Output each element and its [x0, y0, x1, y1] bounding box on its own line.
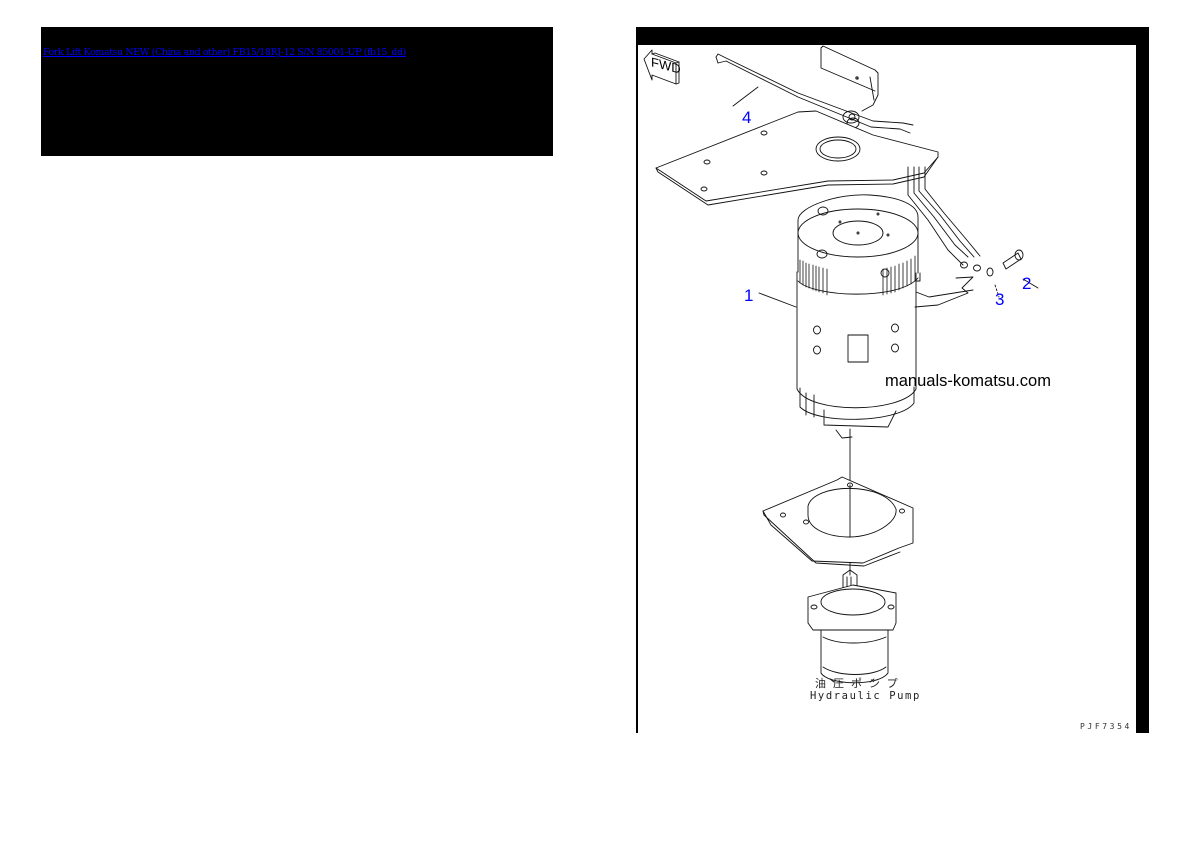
breadcrumb-link[interactable]: Fork Lift Komatsu NEW (China and other) …: [43, 47, 406, 58]
callout-1[interactable]: 1: [744, 286, 754, 305]
pump-label-japanese: 油圧ポンプ: [815, 677, 905, 690]
header-panel: Fork Lift Komatsu NEW (China and other) …: [41, 27, 553, 156]
lower-cable-drawing: [907, 166, 981, 272]
parts-diagram-panel: FWD 4 1 2 3 manuals-komatsu.com 油圧ポンプ Hy…: [636, 27, 1149, 733]
callout-2[interactable]: 2: [1022, 274, 1032, 293]
upper-bracket-drawing: [820, 45, 879, 129]
drawing-code: PJF7354: [1080, 722, 1132, 731]
exploded-view-drawing: [643, 45, 1039, 684]
watermark-text: manuals-komatsu.com: [885, 372, 1051, 390]
mounting-plate-drawing: [655, 110, 939, 206]
bolt-washer-drawing: [986, 249, 1039, 298]
parts-diagram-canvas: FWD 4 1 2 3 manuals-komatsu.com 油圧ポンプ Hy…: [638, 45, 1136, 733]
flange-plate-drawing: [762, 476, 914, 567]
cable-4-drawing: [715, 53, 914, 134]
hydraulic-pump-drawing: [807, 569, 897, 684]
motor-drawing: [796, 194, 974, 439]
fwd-arrow-icon: [643, 49, 680, 85]
pump-label-english: Hydraulic Pump: [810, 690, 921, 702]
callout-4[interactable]: 4: [742, 108, 752, 127]
callout-3[interactable]: 3: [995, 290, 1005, 309]
